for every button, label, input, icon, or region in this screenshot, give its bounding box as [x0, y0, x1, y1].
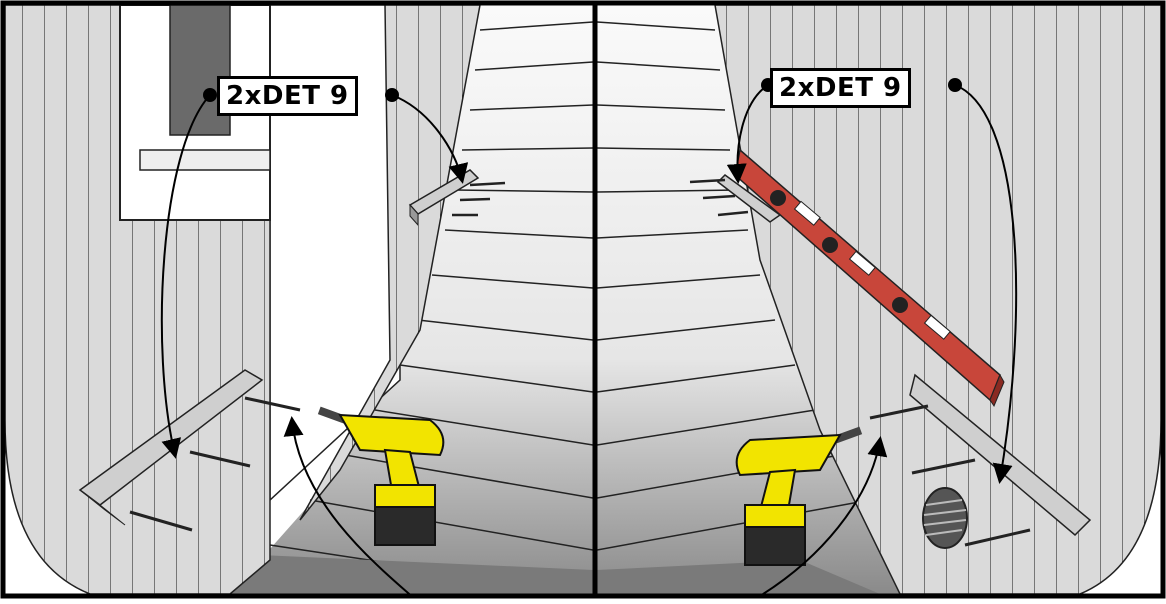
detail-callout-label-left: 2xDET 9	[217, 76, 358, 116]
vent-icon	[923, 488, 967, 548]
detail-callout-label-right: 2xDET 9	[770, 68, 911, 108]
